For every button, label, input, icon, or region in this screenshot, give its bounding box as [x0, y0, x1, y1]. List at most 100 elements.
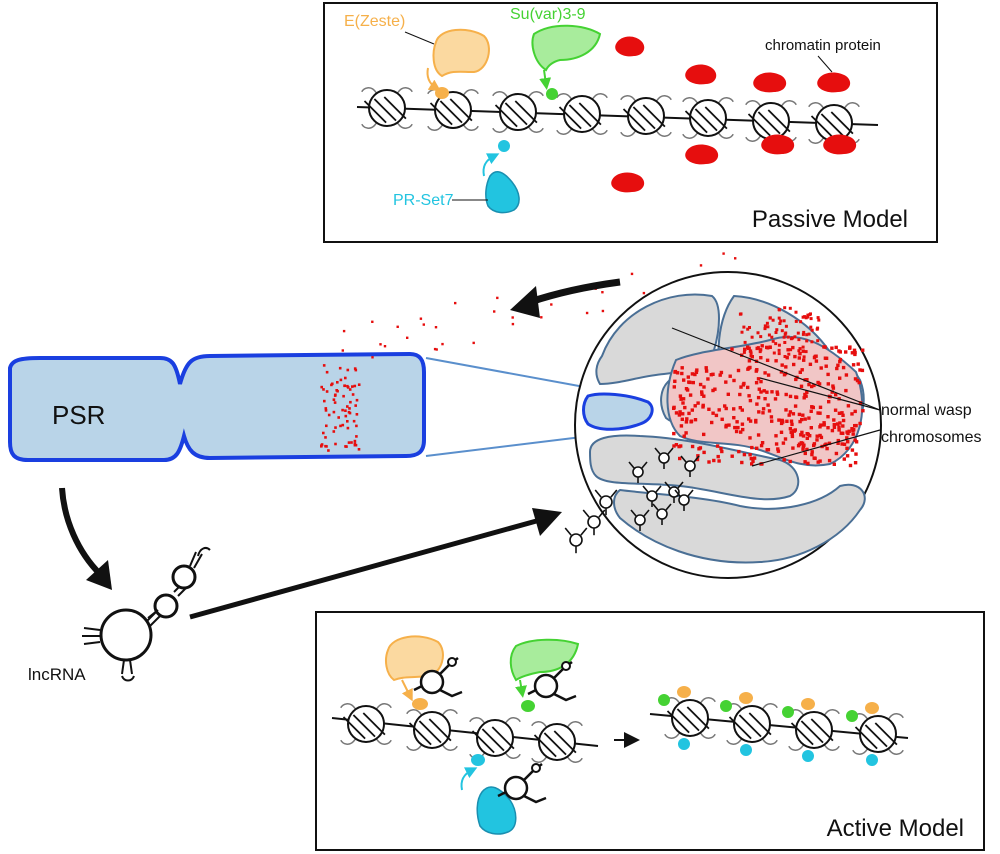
h4k20-mark: [866, 754, 878, 766]
lncrna-stem: [145, 609, 161, 627]
active-model-panel: Active Model: [315, 611, 985, 851]
active-prset7-protein: [476, 786, 517, 835]
chromatin-protein-blob: [615, 36, 645, 57]
active-ezeste-arrow: [401, 679, 413, 702]
chromatin-protein-blob: [685, 64, 717, 85]
prset7-mark: [498, 140, 510, 152]
chromatin-protein-blob: [761, 134, 795, 155]
active-suvar-mark: [521, 700, 535, 712]
label-leader-line: [751, 429, 881, 467]
bound-lncrna: [527, 661, 577, 702]
psr-chromosome: PSR: [8, 252, 737, 462]
nucleosome: [726, 703, 778, 745]
h3k27-mark: [677, 686, 691, 698]
nucleosome: [556, 93, 608, 135]
h4k20-mark: [678, 738, 690, 750]
h4k20-mark: [740, 744, 752, 756]
small-lncrna-icon: [630, 509, 650, 531]
ezeste-protein-shape: [432, 28, 490, 78]
small-lncrna-icon: [582, 509, 606, 536]
h3k9-mark: [846, 710, 858, 722]
chromatin-protein-blob: [753, 72, 787, 93]
ezeste-label: E(Zeste): [344, 13, 405, 30]
suvar-arrow: [539, 69, 552, 90]
lncrna-structure: lncRNA: [28, 547, 211, 684]
active-suvar-protein: [509, 638, 580, 682]
nucleosome: [492, 91, 544, 133]
lncrna-loop: [153, 593, 179, 619]
arrow-to-passive: [528, 278, 621, 306]
histone-marks-after: [658, 686, 879, 766]
small-lncrna-icon: [628, 461, 648, 483]
small-lncrna-icon: [674, 489, 694, 511]
chromatin-protein-label: chromatin protein: [765, 37, 881, 54]
passive-nucleosome-row: [361, 87, 860, 144]
lncrna-stem: [173, 585, 187, 597]
h3k27-mark: [801, 698, 815, 710]
lncrna-stem: [189, 547, 211, 569]
small-lncrna-icon: [680, 455, 700, 477]
psr-heterochromatin-band: [320, 364, 361, 452]
chromatin-protein-blob: [611, 172, 645, 193]
chromatin-protein-blob: [823, 134, 857, 155]
suvar-label: Su(var)3-9: [510, 6, 586, 23]
label-leader-line: [671, 327, 881, 411]
small-lncrna-icon: [664, 481, 684, 503]
normal-chromosome: [613, 483, 866, 564]
psr-spread-chromatin-proteins: [666, 306, 865, 468]
psr-chromosome-in-nucleus: [582, 392, 654, 431]
psr-chromosome-body: [8, 351, 426, 462]
chromatin-protein-blob: [817, 72, 851, 93]
small-lncrna-icon: [594, 489, 618, 516]
active-prset7-arrow: [460, 767, 478, 791]
normal-wasp-label-line1: normal wasp: [881, 402, 972, 419]
bound-lncrna: [413, 657, 463, 698]
h3k9-mark: [782, 706, 794, 718]
normal-wasp-label-line2: chromosomes: [881, 429, 981, 446]
chromatin-protein-blob: [685, 144, 719, 165]
small-lncrna-icon: [652, 503, 672, 525]
active-model-title: Active Model: [827, 815, 964, 842]
small-lncrna-icon: [654, 447, 674, 469]
lncrna-in-nucleus: [564, 447, 700, 554]
nucleosome: [531, 721, 583, 763]
prset7-arrow: [482, 153, 500, 177]
small-lncrna-icon: [642, 485, 662, 507]
nucleus: normal wasp chromosomes: [564, 271, 981, 579]
zoom-line-bottom: [425, 435, 591, 457]
chromatin-protein-group: [611, 36, 857, 193]
bound-lncrna: [497, 763, 547, 804]
active-lncrna-group: [413, 657, 577, 804]
suvar-protein-shape: [531, 24, 602, 72]
ezeste-leader-line: [404, 31, 435, 45]
nucleosome: [340, 703, 392, 745]
h3k27-mark: [865, 702, 879, 714]
lncrna-stem: [121, 659, 135, 682]
arrow-psr-to-lncrna: [59, 487, 103, 577]
heterochromatized-chromosome: [666, 335, 864, 467]
nucleosome: [808, 102, 860, 144]
label-leader-line: [759, 377, 881, 411]
h3k27-mark: [739, 692, 753, 704]
nucleosome: [664, 697, 716, 739]
active-ezeste-mark: [412, 698, 428, 710]
prset7-protein-shape: [485, 171, 520, 214]
chromatin-protein-leader-line: [817, 55, 833, 73]
nucleosome: [620, 95, 672, 137]
lncrna-central-loop: [99, 608, 153, 662]
nucleosome: [427, 89, 479, 131]
nucleosome: [406, 709, 458, 751]
nucleosome: [852, 713, 904, 755]
zoom-line-top: [425, 357, 591, 389]
active-suvar-arrow: [515, 679, 527, 698]
ezeste-mark: [435, 87, 449, 99]
active-prset7-mark: [471, 754, 485, 766]
active-nucleosome-row: [340, 697, 904, 763]
suvar-mark: [546, 88, 558, 100]
small-lncrna-icon: [564, 527, 588, 554]
ezeste-arrow: [426, 67, 441, 92]
passive-model-title: Passive Model: [752, 206, 908, 233]
lncrna-loop: [171, 564, 197, 590]
psr-label: PSR: [52, 400, 105, 430]
